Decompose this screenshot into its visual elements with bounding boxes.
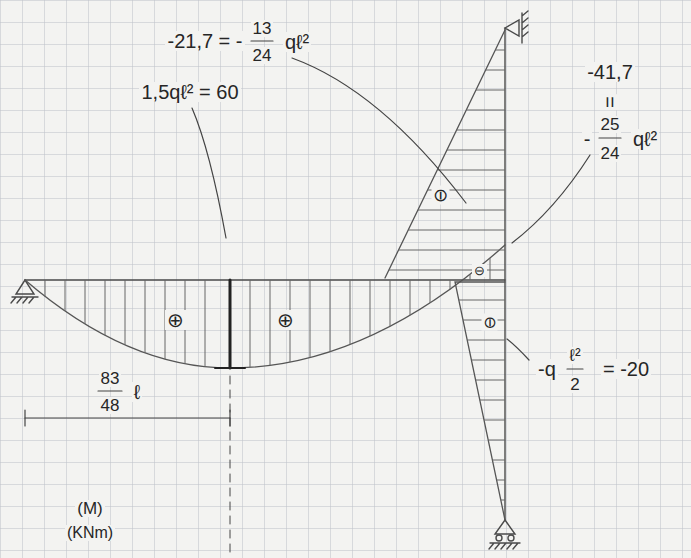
equals-sign: = bbox=[600, 94, 620, 110]
fraction-numerator: 83 bbox=[99, 370, 122, 387]
leader-line bbox=[512, 155, 590, 243]
pin-support bbox=[16, 280, 34, 294]
dimension-line bbox=[25, 417, 230, 418]
ground-hatch bbox=[11, 297, 38, 303]
fraction-bar bbox=[567, 368, 583, 369]
annotations bbox=[25, 41, 621, 556]
max-moment-mark bbox=[215, 367, 245, 369]
fraction-bar bbox=[98, 390, 122, 391]
moment-curve bbox=[25, 245, 505, 368]
leader-line bbox=[292, 58, 466, 203]
moment-unit-term: qℓ² bbox=[283, 32, 311, 52]
ground-hatch bbox=[489, 543, 520, 549]
structure bbox=[11, 11, 528, 549]
unit-label: (KNm) bbox=[65, 525, 115, 541]
roller bbox=[508, 535, 514, 541]
fraction-numerator: ℓ² bbox=[567, 347, 582, 364]
reference-line bbox=[230, 376, 231, 556]
column-axis bbox=[504, 28, 505, 520]
fraction-bar bbox=[251, 40, 273, 41]
sign-marker: ⊕ bbox=[275, 310, 296, 330]
pin-support bbox=[505, 20, 519, 36]
moment-value: = -20 bbox=[601, 359, 651, 379]
moment-line bbox=[385, 30, 505, 278]
fraction-denominator: 48 bbox=[99, 397, 122, 414]
sign-marker: ⊖ bbox=[431, 186, 449, 205]
dimension-unit: ℓ bbox=[132, 382, 142, 402]
fraction-denominator: 24 bbox=[599, 145, 622, 162]
moment-value: -21,7 = - bbox=[165, 31, 244, 51]
moment-curves bbox=[25, 30, 505, 520]
max-moment-value: 1,5qℓ² = 60 bbox=[139, 82, 240, 102]
minus-sign: - bbox=[582, 129, 593, 149]
moment-line bbox=[455, 282, 505, 520]
fraction-bar bbox=[599, 137, 621, 138]
fraction-denominator: 2 bbox=[568, 376, 581, 393]
hatching bbox=[45, 50, 505, 500]
dimension-tick bbox=[24, 410, 25, 426]
moment-value: -41,7 bbox=[585, 62, 635, 82]
fraction-denominator: 24 bbox=[251, 47, 274, 64]
sign-marker: ⊖ bbox=[481, 314, 497, 331]
leader-line bbox=[507, 339, 529, 360]
beam-axis bbox=[25, 279, 505, 280]
diagram-name: (M) bbox=[75, 500, 104, 517]
sign-marker: ⊖ bbox=[472, 264, 487, 277]
fraction-numerator: 25 bbox=[599, 116, 622, 133]
roller-support bbox=[495, 520, 515, 534]
ground-hatch bbox=[522, 11, 528, 43]
moment-term: -q bbox=[536, 359, 558, 379]
leader-line bbox=[192, 108, 226, 238]
max-moment-ordinate bbox=[229, 280, 232, 368]
moment-unit-term: qℓ² bbox=[631, 129, 659, 149]
roller bbox=[496, 535, 502, 541]
sign-marker: ⊕ bbox=[165, 310, 186, 330]
fraction-numerator: 13 bbox=[251, 20, 274, 37]
